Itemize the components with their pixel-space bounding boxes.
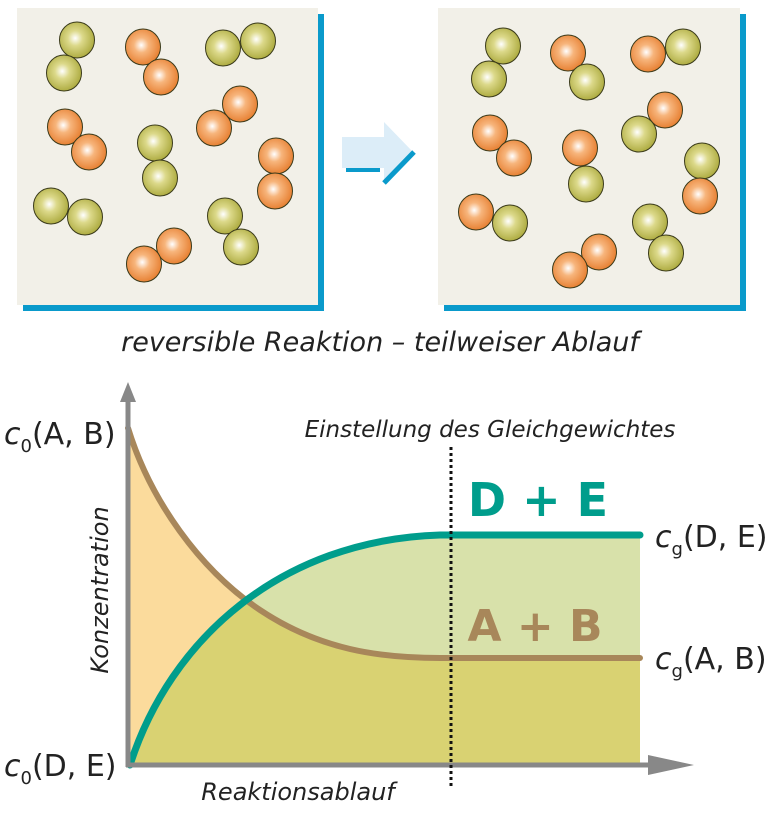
c0-AB-label: c0(A, B) — [4, 417, 116, 457]
green-molecule — [485, 27, 521, 65]
overlap-area — [130, 535, 640, 765]
green-molecule — [46, 54, 82, 92]
green-molecule — [471, 60, 507, 98]
orange-molecule — [562, 129, 598, 167]
equilibrium-state-box — [438, 8, 746, 311]
orange-molecule — [458, 193, 494, 231]
green-molecule — [684, 142, 720, 180]
orange-molecule — [196, 109, 232, 147]
orange-molecule — [581, 233, 617, 271]
molecule-group — [33, 21, 294, 283]
green-molecule — [67, 198, 103, 236]
orange-molecule — [472, 114, 508, 152]
cg-AB-label: cg(A, B) — [655, 642, 767, 682]
green-molecule — [33, 187, 69, 225]
green-molecule — [142, 159, 178, 197]
orange-molecule — [143, 58, 179, 96]
green-molecule — [621, 115, 657, 153]
orange-molecule — [156, 227, 192, 265]
x-axis-label: Reaktionsablauf — [201, 778, 398, 806]
green-molecule — [492, 204, 528, 242]
orange-molecule — [126, 245, 162, 283]
orange-molecule — [647, 91, 683, 129]
orange-molecule — [550, 34, 586, 72]
orange-molecule — [47, 108, 83, 146]
product-label: D + E — [468, 473, 608, 527]
green-molecule — [648, 234, 684, 272]
caption: reversible Reaktion – teilweiser Ablauf — [121, 327, 642, 358]
molecule-group — [458, 27, 720, 289]
product-concentration-curve — [126, 531, 644, 769]
orange-molecule — [71, 133, 107, 171]
orange-molecule — [630, 35, 666, 73]
y-axis-label: Konzentration — [86, 506, 114, 673]
orange-molecule — [222, 85, 258, 123]
orange-molecule — [258, 137, 294, 175]
axes — [120, 382, 694, 775]
green-molecule — [205, 29, 241, 67]
green-molecule — [665, 28, 701, 66]
orange-molecule — [496, 139, 532, 177]
initial-state-box — [17, 8, 324, 311]
green-molecule — [240, 22, 276, 60]
green-molecule — [568, 165, 604, 203]
green-molecule — [632, 203, 668, 241]
c0-DE-label: c0(D, E) — [4, 749, 117, 789]
green-molecule — [223, 228, 259, 266]
orange-molecule — [682, 177, 718, 215]
orange-molecule — [257, 172, 293, 210]
green-molecule — [137, 124, 173, 162]
orange-molecule — [125, 28, 161, 66]
cg-DE-label: cg(D, E) — [655, 520, 767, 560]
green-molecule — [207, 197, 243, 235]
y-axis-arrow-icon — [120, 382, 136, 402]
reactant-concentration-curve — [125, 425, 643, 661]
orange-molecule — [552, 251, 588, 289]
reactant-label: A + B — [467, 601, 602, 652]
x-axis-arrow-icon — [648, 755, 694, 775]
equilibrium-title: Einstellung des Gleichgewichtes — [305, 417, 676, 443]
green-molecule — [569, 63, 605, 101]
green-molecule — [59, 21, 95, 59]
right-arrow-icon — [342, 122, 416, 185]
